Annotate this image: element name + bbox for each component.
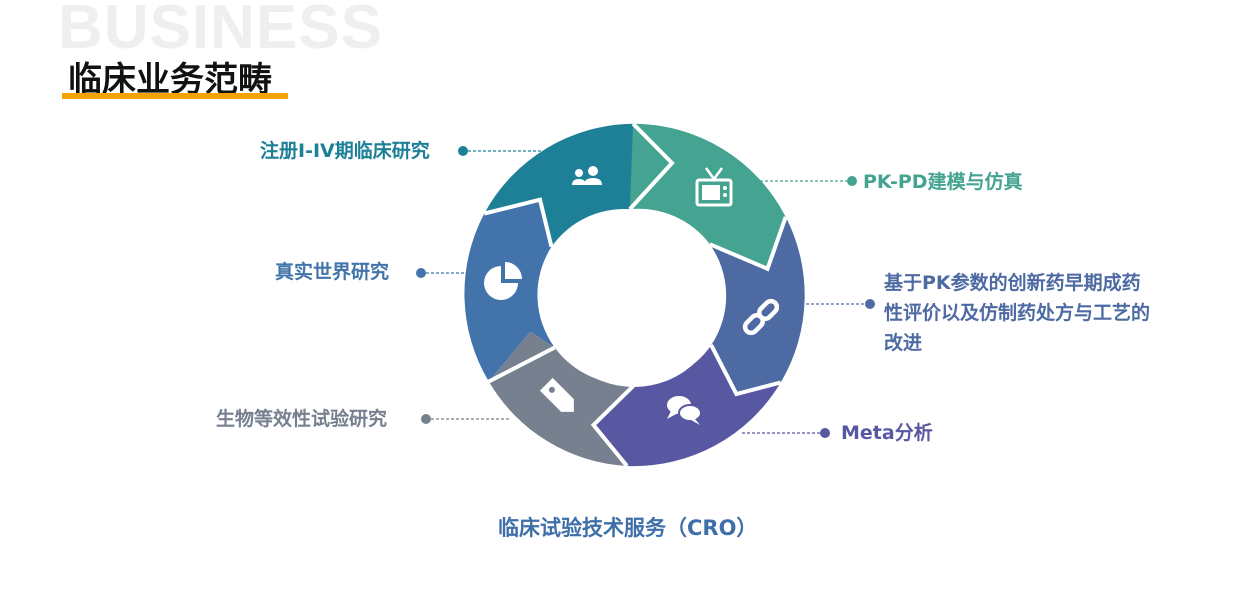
chat-bubbles-icon: [667, 396, 702, 425]
background-watermark-word: BUSINESS: [58, 0, 383, 62]
center-hole: [545, 209, 723, 387]
label-real-world: 真实世界研究: [275, 261, 390, 283]
connector-dot: [865, 299, 875, 309]
segment-clinical-trials: [484, 123, 672, 247]
connector-dot: [847, 176, 857, 186]
connector-dot: [416, 268, 426, 278]
label-clinical-trials: 注册I-IV期临床研究: [260, 140, 430, 162]
segment-pk-evaluation: [709, 216, 805, 394]
connector-dot: [820, 428, 830, 438]
pie-chart-icon: [484, 262, 522, 300]
label-meta-analysis: Meta分析: [841, 422, 933, 444]
link-icon: [742, 298, 780, 336]
label-bioequivalence: 生物等效性试验研究: [216, 408, 388, 430]
connector-dot: [421, 414, 431, 424]
title-underline: [62, 93, 288, 99]
center-caption: 临床试验技术服务（CRO）: [498, 516, 758, 540]
label-pk-evaluation: 基于PK参数的创新药早期成药性评价以及仿制药处方与工艺的改进: [884, 272, 1151, 354]
segment-dividers: [483, 122, 788, 468]
tv-icon: [695, 167, 733, 207]
connector-dot: [458, 146, 468, 156]
tag-icon: [539, 377, 574, 412]
label-pkpd-modeling: PK-PD建模与仿真: [863, 171, 1023, 193]
people-icon: [572, 166, 602, 185]
